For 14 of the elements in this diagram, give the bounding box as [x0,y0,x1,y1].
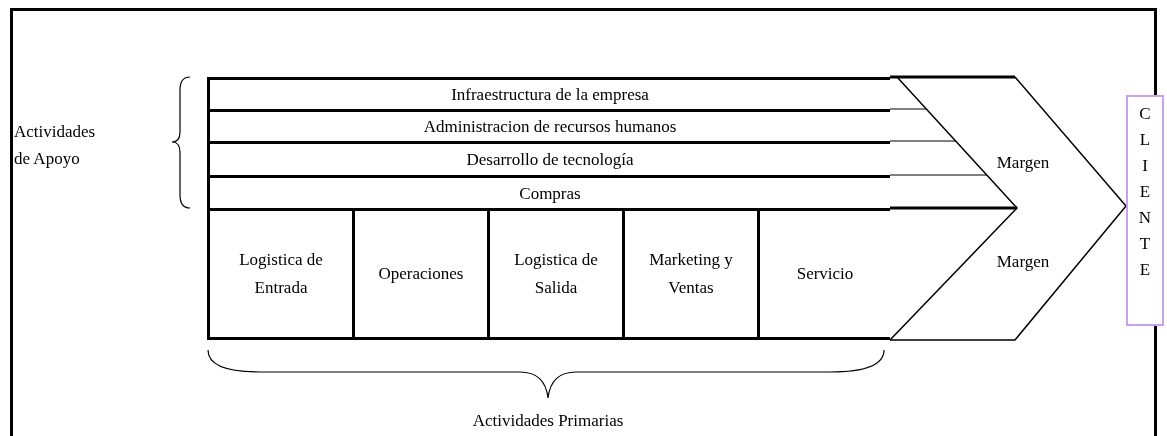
primary-activity-box: Servicio [757,208,890,340]
margin-label: Margen [975,150,1071,176]
primary-activities-label: Actividades Primarias [471,410,625,432]
support-activity-bar: Desarrollo de tecnología [207,141,890,175]
primary-activity-box: Logistica de Salida [487,208,622,340]
primary-activity-box: Marketing y Ventas [622,208,757,340]
support-activity-bar: Compras [207,175,890,208]
primary-activity-box: Operaciones [352,208,487,340]
support-activities-label: Actividades de Apoyo [14,121,97,170]
margin-label: Margen [975,249,1071,275]
support-activity-bar: Infraestructura de la empresa [207,77,890,109]
support-activity-bar: Administracion de recursos humanos [207,109,890,141]
primary-activity-box: Logistica de Entrada [207,208,352,340]
client-box: CLIENTE [1126,95,1164,326]
